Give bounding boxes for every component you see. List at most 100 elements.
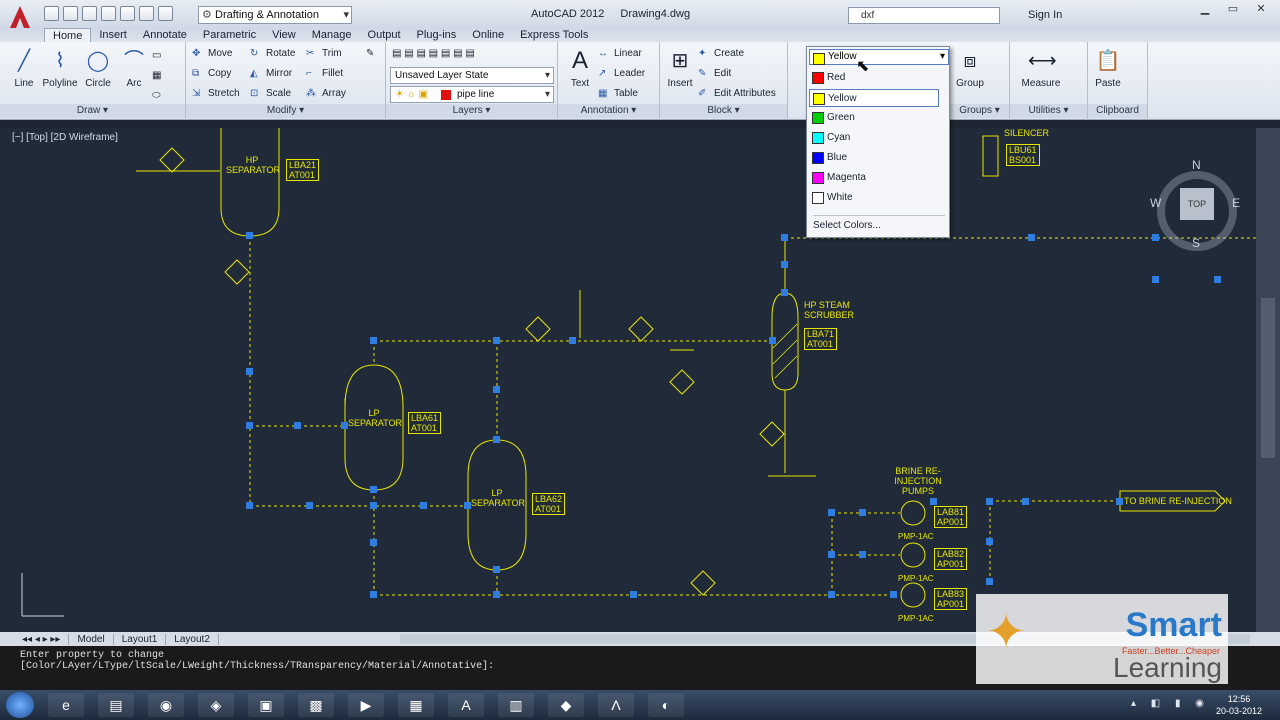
tab-annotate[interactable]: Annotate [142,29,187,41]
color-option-white[interactable]: White [809,189,939,207]
edit-attributes-button[interactable]: ✐Edit Attributes [698,88,776,99]
color-option-cyan[interactable]: Cyan [809,129,939,147]
undo-icon[interactable] [139,6,154,21]
rectangle-icon[interactable]: ▭ [152,50,162,61]
annotation-panel-title[interactable]: Annotation ▾ [558,104,659,118]
polyline-button[interactable]: ⌇Polyline [42,50,78,89]
app4-icon[interactable]: ▦ [398,693,434,717]
circle-button[interactable]: ◯Circle [85,50,111,89]
color-option-yellow[interactable]: Yellow [809,89,939,107]
tab-layout1[interactable]: Layout1 [114,633,167,645]
folder-icon[interactable]: ▤ [98,693,134,717]
color-option-green[interactable]: Green [809,109,939,127]
viewcube[interactable]: TOP N S E W [1150,158,1244,252]
groups-panel-title[interactable]: Groups ▾ [950,104,1009,118]
taskbar-clock[interactable]: 12:56 20-03-2012 [1215,694,1262,716]
firefox-icon[interactable]: ◉ [148,693,184,717]
ie-icon[interactable]: e [48,693,84,717]
color-option-red[interactable]: Red [809,69,939,87]
tab-home[interactable]: Home [44,28,92,42]
group-button[interactable]: ⧈Group [956,50,984,89]
compass-e[interactable]: E [1232,196,1241,210]
start-button[interactable] [6,692,34,718]
table-button[interactable]: ▦Table [598,88,638,99]
app8-icon[interactable]: ◐ [648,693,684,717]
sign-in-link[interactable]: Sign In [1028,9,1063,21]
edit-button[interactable]: ✎Edit [698,68,732,79]
tab-layout2[interactable]: Layout2 [166,633,219,645]
media-icon[interactable]: ▶ [348,693,384,717]
paste-button[interactable]: 📋Paste [1095,50,1121,89]
tab-express-tools[interactable]: Express Tools [520,29,589,41]
app3-icon[interactable]: ▩ [298,693,334,717]
layer-state-select[interactable]: Unsaved Layer State [390,67,554,84]
erase-icon[interactable]: ✎ [366,48,375,59]
close-icon[interactable]: ✕ [1256,3,1266,15]
app6-icon[interactable]: ◆ [548,693,584,717]
save-icon[interactable] [82,6,97,21]
workspace-switcher[interactable]: Drafting & Annotation [198,6,352,24]
modify-panel-title[interactable]: Modify ▾ [186,104,385,118]
new-icon[interactable] [44,6,59,21]
tab-plug-ins[interactable]: Plug-ins [416,29,457,41]
trim-button[interactable]: ✂Trim [306,48,342,59]
layers-panel-title[interactable]: Layers ▾ [386,104,557,118]
drawing-canvas[interactable]: [−] [Top] [2D Wireframe] [0,128,1256,632]
line-button[interactable]: ╱Line [4,48,44,89]
layer-select[interactable]: ☀ ☼ ▣ pipe line [390,86,554,103]
tab-parametric[interactable]: Parametric [202,29,257,41]
app-icon[interactable]: ◈ [198,693,234,717]
app5-icon[interactable]: ▥ [498,693,534,717]
mirror-button[interactable]: ◭Mirror [250,68,293,79]
save-as-icon[interactable] [101,6,116,21]
utilities-panel-title[interactable]: Utilities ▾ [1010,104,1087,118]
scale-button[interactable]: ⊡Scale [250,88,292,99]
app7-icon[interactable]: Λ [598,693,634,717]
linear-button[interactable]: ↔Linear [598,48,642,59]
tab-manage[interactable]: Manage [311,29,352,41]
app2-icon[interactable]: ▣ [248,693,284,717]
tab-model[interactable]: Model [69,633,114,645]
tab-output[interactable]: Output [367,29,401,41]
insert-button[interactable]: ⊞Insert [667,50,693,89]
minimize-icon[interactable]: ▁ [1200,3,1210,15]
compass-n[interactable]: N [1192,158,1201,172]
compass-s[interactable]: S [1192,236,1201,250]
viewport-controls[interactable]: [−] [Top] [2D Wireframe] [12,132,118,143]
nav-arrows-icon[interactable]: ◂◂ ◂ ▸ ▸▸ [14,633,70,645]
application-menu-button[interactable] [6,4,36,30]
block-panel-title[interactable]: Block ▾ [660,104,787,118]
open-icon[interactable] [63,6,78,21]
maximize-icon[interactable]: ▭ [1227,3,1239,15]
color-option-blue[interactable]: Blue [809,149,939,167]
create-button[interactable]: ✦Create [698,48,745,59]
hatch-icon[interactable]: ▦ [152,70,162,81]
color-select[interactable]: Yellow [809,49,949,65]
tab-online[interactable]: Online [472,29,505,41]
select-colors-link[interactable]: Select Colors... [813,215,945,231]
horizontal-scrollbar[interactable] [400,634,1250,644]
ellipse-icon[interactable]: ⬭ [152,90,161,101]
search-input[interactable]: dxf [848,7,1000,24]
compass-w[interactable]: W [1150,196,1162,210]
tab-view[interactable]: View [272,29,296,41]
copy-button[interactable]: ⧉Copy [192,68,232,79]
system-tray[interactable]: ▴ ◧ ▮ ◉ [1130,698,1210,709]
leader-button[interactable]: ↗Leader [598,68,646,79]
draw-panel-title[interactable]: Draw ▾ [0,104,185,118]
arc-button[interactable]: ⌒Arc [114,48,154,89]
autocad-task-icon[interactable]: A [448,693,484,717]
stretch-button[interactable]: ⇲Stretch [192,88,240,99]
fillet-button[interactable]: ⌐Fillet [306,68,344,79]
move-button[interactable]: ✥Move [192,48,233,59]
color-dropdown[interactable]: Yellow Red Yellow Green Cyan Blue Magent… [806,46,950,238]
rotate-button[interactable]: ↻Rotate [250,48,296,59]
scroll-thumb[interactable] [1261,298,1275,458]
vertical-scrollbar[interactable] [1256,128,1280,632]
tab-insert[interactable]: Insert [99,29,127,41]
plot-icon[interactable] [120,6,135,21]
redo-icon[interactable] [158,6,173,21]
layer-properties-icon[interactable]: ▤ ▤ ▤ ▤ ▤ ▤ ▤ [392,48,475,59]
measure-button[interactable]: ⟷Measure [1021,50,1061,89]
